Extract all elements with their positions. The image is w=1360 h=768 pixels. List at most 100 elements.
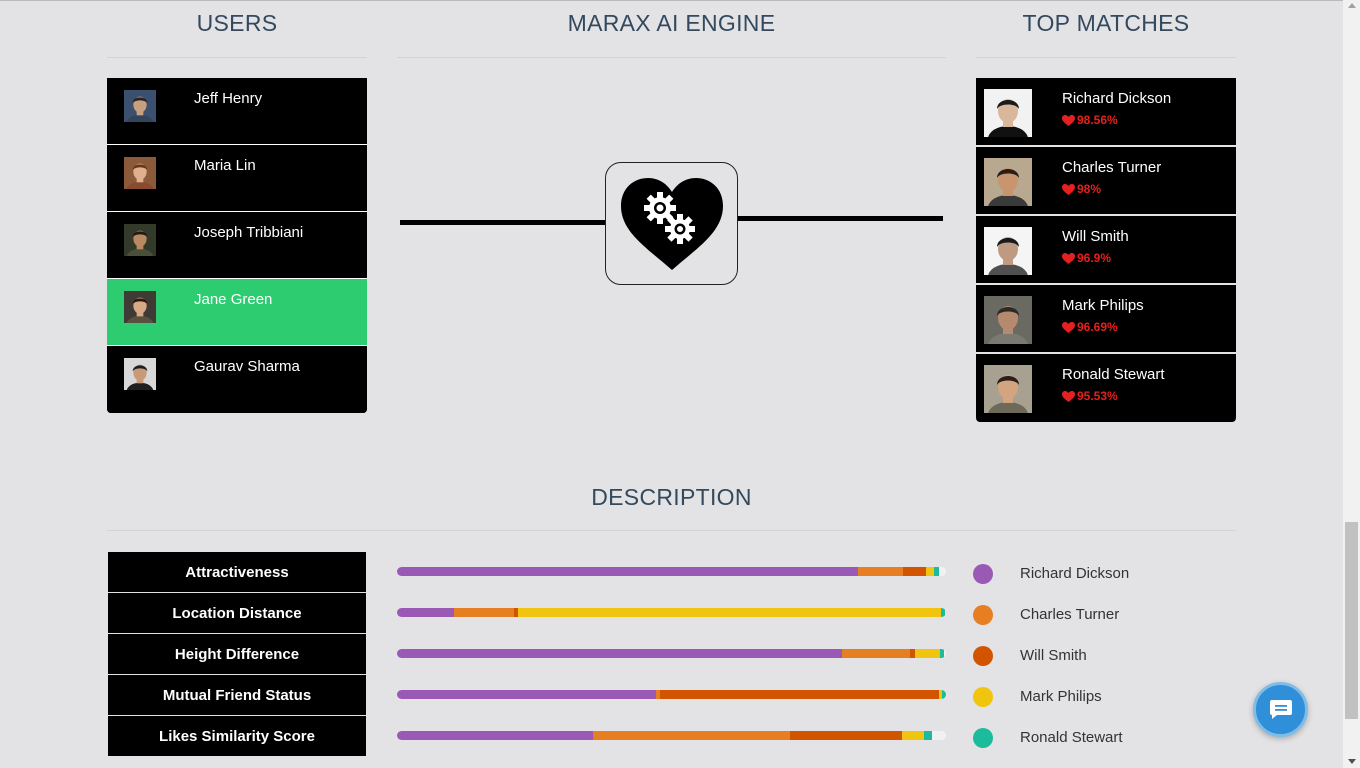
bar-segment <box>902 731 924 740</box>
match-item[interactable]: Richard Dickson 98.56% <box>976 78 1236 152</box>
chat-button[interactable] <box>1253 682 1308 737</box>
user-name: Jane Green <box>194 291 273 308</box>
engine-heading-rule <box>397 57 946 58</box>
bar-segment <box>858 567 904 576</box>
criterion-label: Attractiveness <box>108 552 366 593</box>
match-item[interactable]: Mark Philips 96.69% <box>976 285 1236 359</box>
engine-connector-right <box>736 216 943 221</box>
bar-segment <box>453 608 514 617</box>
user-name: Jeff Henry <box>194 90 263 107</box>
description-heading: DESCRIPTION <box>591 484 752 510</box>
bar-segment <box>903 567 927 576</box>
matches-heading-rule <box>976 57 1236 58</box>
match-name: Charles Turner <box>1062 159 1162 176</box>
match-score: 96.9% <box>1062 251 1111 265</box>
avatar <box>124 358 156 400</box>
bar-segment <box>397 649 843 658</box>
bar-segment <box>659 690 939 699</box>
scrollbar[interactable] <box>1343 0 1360 768</box>
bar-segment <box>397 690 656 699</box>
bar-segment <box>842 649 911 658</box>
match-name: Richard Dickson <box>1062 90 1172 107</box>
scroll-down-arrow-icon[interactable] <box>1348 759 1356 764</box>
avatar <box>984 227 1032 290</box>
engine-connector-left <box>400 220 607 225</box>
match-name: Mark Philips <box>1062 297 1144 314</box>
comparison-bar <box>397 567 946 576</box>
legend-item: Will Smith <box>973 646 1087 666</box>
avatar <box>984 89 1032 152</box>
avatar <box>124 157 156 199</box>
scroll-up-arrow-icon[interactable] <box>1348 3 1356 8</box>
user-name: Gaurav Sharma <box>194 358 300 375</box>
legend-dot <box>973 646 993 666</box>
bar-segment <box>790 731 903 740</box>
users-heading-rule <box>107 57 367 58</box>
heart-icon <box>1062 252 1075 264</box>
avatar <box>124 291 156 333</box>
match-score-value: 96.9% <box>1077 251 1112 265</box>
match-score-value: 96.69% <box>1077 320 1118 334</box>
users-list: Jeff Henry Maria Lin Joseph Tribbiani Ja… <box>107 78 367 413</box>
avatar <box>984 296 1032 359</box>
avatar <box>984 158 1032 221</box>
legend-item: Richard Dickson <box>973 564 1129 584</box>
comparison-bar <box>397 608 946 617</box>
legend-dot <box>973 605 993 625</box>
matches-list: Richard Dickson 98.56% Charles Turner 98… <box>976 78 1236 422</box>
bar-segment <box>655 690 660 699</box>
legend-item: Mark Philips <box>973 687 1102 707</box>
bar-segment <box>938 690 942 699</box>
bar-segment <box>592 731 791 740</box>
user-name: Maria Lin <box>194 157 256 174</box>
criterion-label: Height Difference <box>108 634 366 675</box>
match-score-value: 98.56% <box>1077 113 1118 127</box>
heart-icon <box>1062 390 1075 402</box>
legend-label: Will Smith <box>1020 647 1087 664</box>
bar-segment <box>941 690 946 699</box>
legend-label: Mark Philips <box>1020 688 1102 705</box>
users-heading: USERS <box>196 10 278 36</box>
heart-gears-icon <box>620 177 723 270</box>
heart-icon <box>1062 114 1075 126</box>
match-item[interactable]: Ronald Stewart 95.53% <box>976 354 1236 422</box>
bar-segment <box>513 608 519 617</box>
user-item[interactable]: Maria Lin <box>107 145 367 212</box>
bar-segment <box>934 567 939 576</box>
heart-icon <box>1062 321 1075 333</box>
match-score-value: 98% <box>1077 182 1102 196</box>
comparison-bar <box>397 649 946 658</box>
match-item[interactable]: Will Smith 96.9% <box>976 216 1236 290</box>
comparison-bar <box>397 690 946 699</box>
bar-segment <box>926 567 935 576</box>
legend-dot <box>973 564 993 584</box>
user-item[interactable]: Jane Green <box>107 279 367 346</box>
bar-segment <box>910 649 915 658</box>
user-item[interactable]: Joseph Tribbiani <box>107 212 367 279</box>
avatar <box>124 224 156 266</box>
match-score-value: 95.53% <box>1077 389 1118 403</box>
match-score: 95.53% <box>1062 389 1118 403</box>
comparison-bar <box>397 731 946 740</box>
engine-logo <box>605 162 738 285</box>
bar-segment <box>397 608 454 617</box>
bar-segment <box>397 567 859 576</box>
bar-segment <box>397 731 593 740</box>
match-score: 98% <box>1062 182 1101 196</box>
bar-segment <box>518 608 942 617</box>
match-item[interactable]: Charles Turner 98% <box>976 147 1236 221</box>
heart-icon <box>1062 183 1075 195</box>
criterion-label: Mutual Friend Status <box>108 675 366 716</box>
match-name: Will Smith <box>1062 228 1129 245</box>
bar-segment <box>941 608 946 617</box>
legend-label: Richard Dickson <box>1020 565 1130 582</box>
avatar <box>984 365 1032 422</box>
legend-item: Charles Turner <box>973 605 1119 625</box>
user-item[interactable]: Gaurav Sharma <box>107 346 367 413</box>
bar-segment <box>924 731 933 740</box>
match-score: 96.69% <box>1062 320 1118 334</box>
scroll-thumb[interactable] <box>1345 522 1358 719</box>
match-name: Ronald Stewart <box>1062 366 1165 383</box>
user-item[interactable]: Jeff Henry <box>107 78 367 145</box>
